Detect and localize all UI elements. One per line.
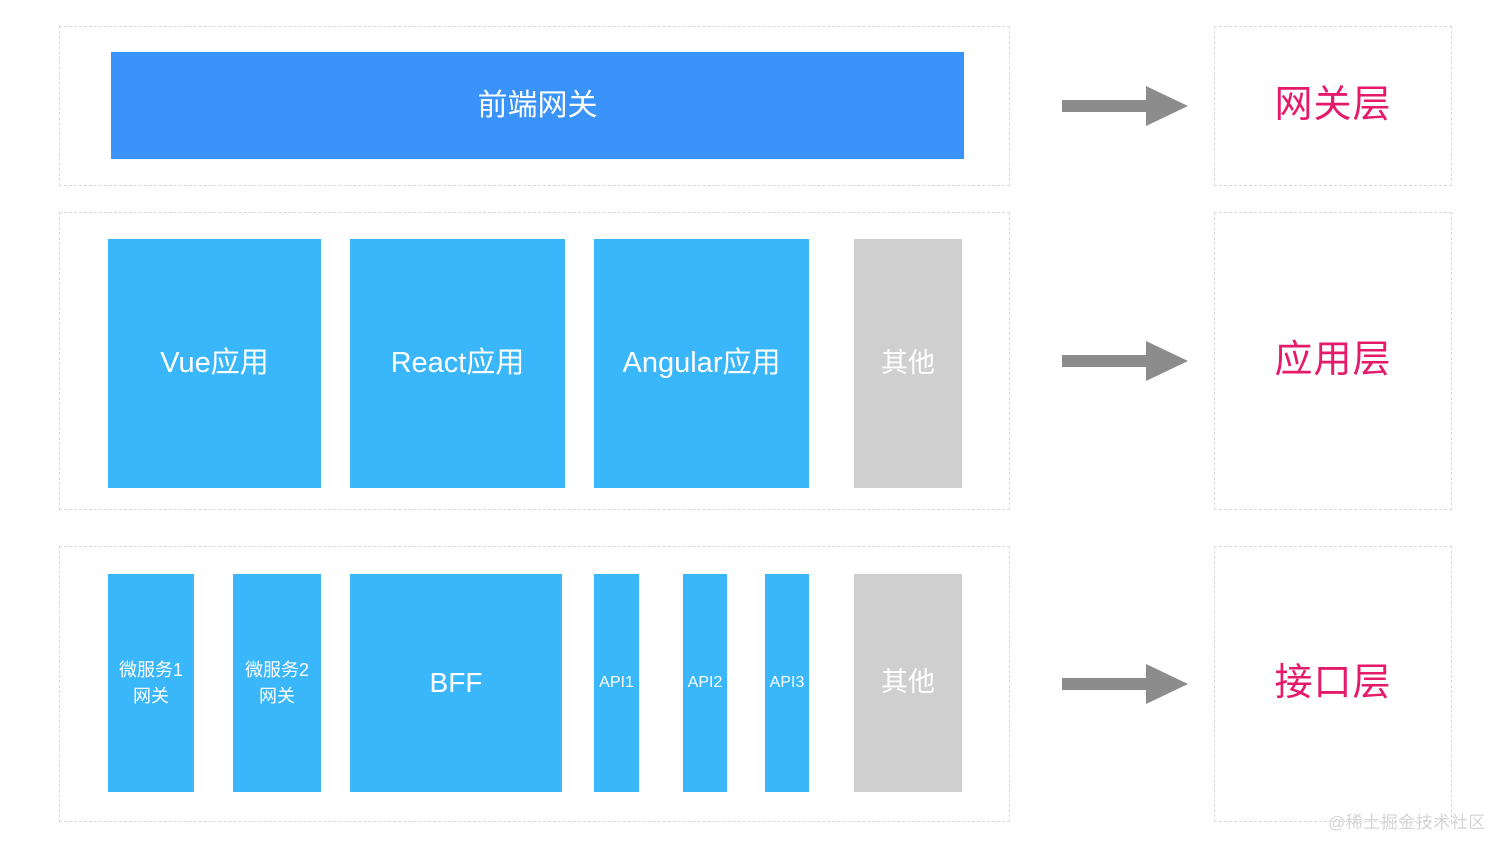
layer-label-application: 应用层 xyxy=(1274,339,1392,382)
arrow-gateway-to-label xyxy=(1062,86,1188,126)
layer-label-interface: 接口层 xyxy=(1274,662,1392,705)
node-bff[interactable]: BFF xyxy=(350,574,562,792)
layer-label-box-gateway: 网关层 xyxy=(1214,26,1452,186)
application-row-container: Vue应用 React应用 Angular应用 其他 xyxy=(59,212,1010,510)
interface-row-container: 微服务1 网关 微服务2 网关 BFF API1 API2 API3 其他 xyxy=(59,546,1010,822)
node-frontend-gateway[interactable]: 前端网关 xyxy=(111,52,964,159)
node-api-1[interactable]: API1 xyxy=(594,574,639,792)
node-vue-app[interactable]: Vue应用 xyxy=(108,239,321,488)
node-other-interface[interactable]: 其他 xyxy=(854,574,962,792)
layer-label-gateway: 网关层 xyxy=(1274,84,1392,127)
arrow-application-to-label xyxy=(1062,341,1188,381)
node-react-app[interactable]: React应用 xyxy=(350,239,565,488)
node-microservice-1-gateway[interactable]: 微服务1 网关 xyxy=(108,574,194,792)
node-api-2[interactable]: API2 xyxy=(683,574,727,792)
node-microservice-2-gateway[interactable]: 微服务2 网关 xyxy=(233,574,321,792)
arrow-interface-to-label xyxy=(1062,664,1188,704)
layer-label-box-interface: 接口层 xyxy=(1214,546,1452,822)
layer-label-box-application: 应用层 xyxy=(1214,212,1452,510)
gateway-row-container: 前端网关 xyxy=(59,26,1010,186)
watermark: @稀土掘金技术社区 xyxy=(1328,813,1486,832)
node-angular-app[interactable]: Angular应用 xyxy=(594,239,809,488)
node-api-3[interactable]: API3 xyxy=(765,574,809,792)
node-other-app[interactable]: 其他 xyxy=(854,239,962,488)
